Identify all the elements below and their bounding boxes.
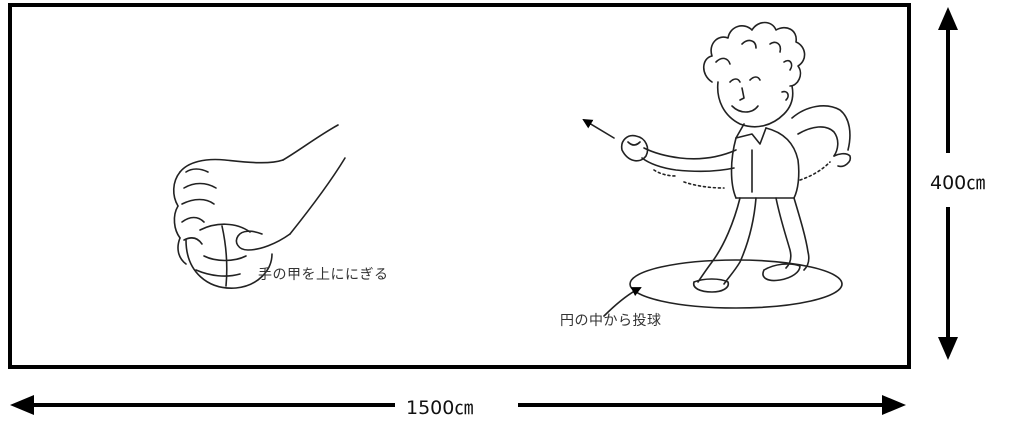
hand-grip-illustration [172, 124, 346, 289]
height-dimension-arrow [938, 7, 958, 360]
court-boundary [8, 3, 911, 369]
width-dimension-arrow [10, 395, 906, 415]
grip-caption: 手の甲を上ににぎる [258, 267, 389, 283]
bowler-illustration [582, 21, 852, 317]
width-label: 1500㎝ [406, 393, 474, 420]
height-label: 400㎝ [930, 168, 986, 195]
throw-caption: 円の中から投球 [560, 313, 662, 329]
